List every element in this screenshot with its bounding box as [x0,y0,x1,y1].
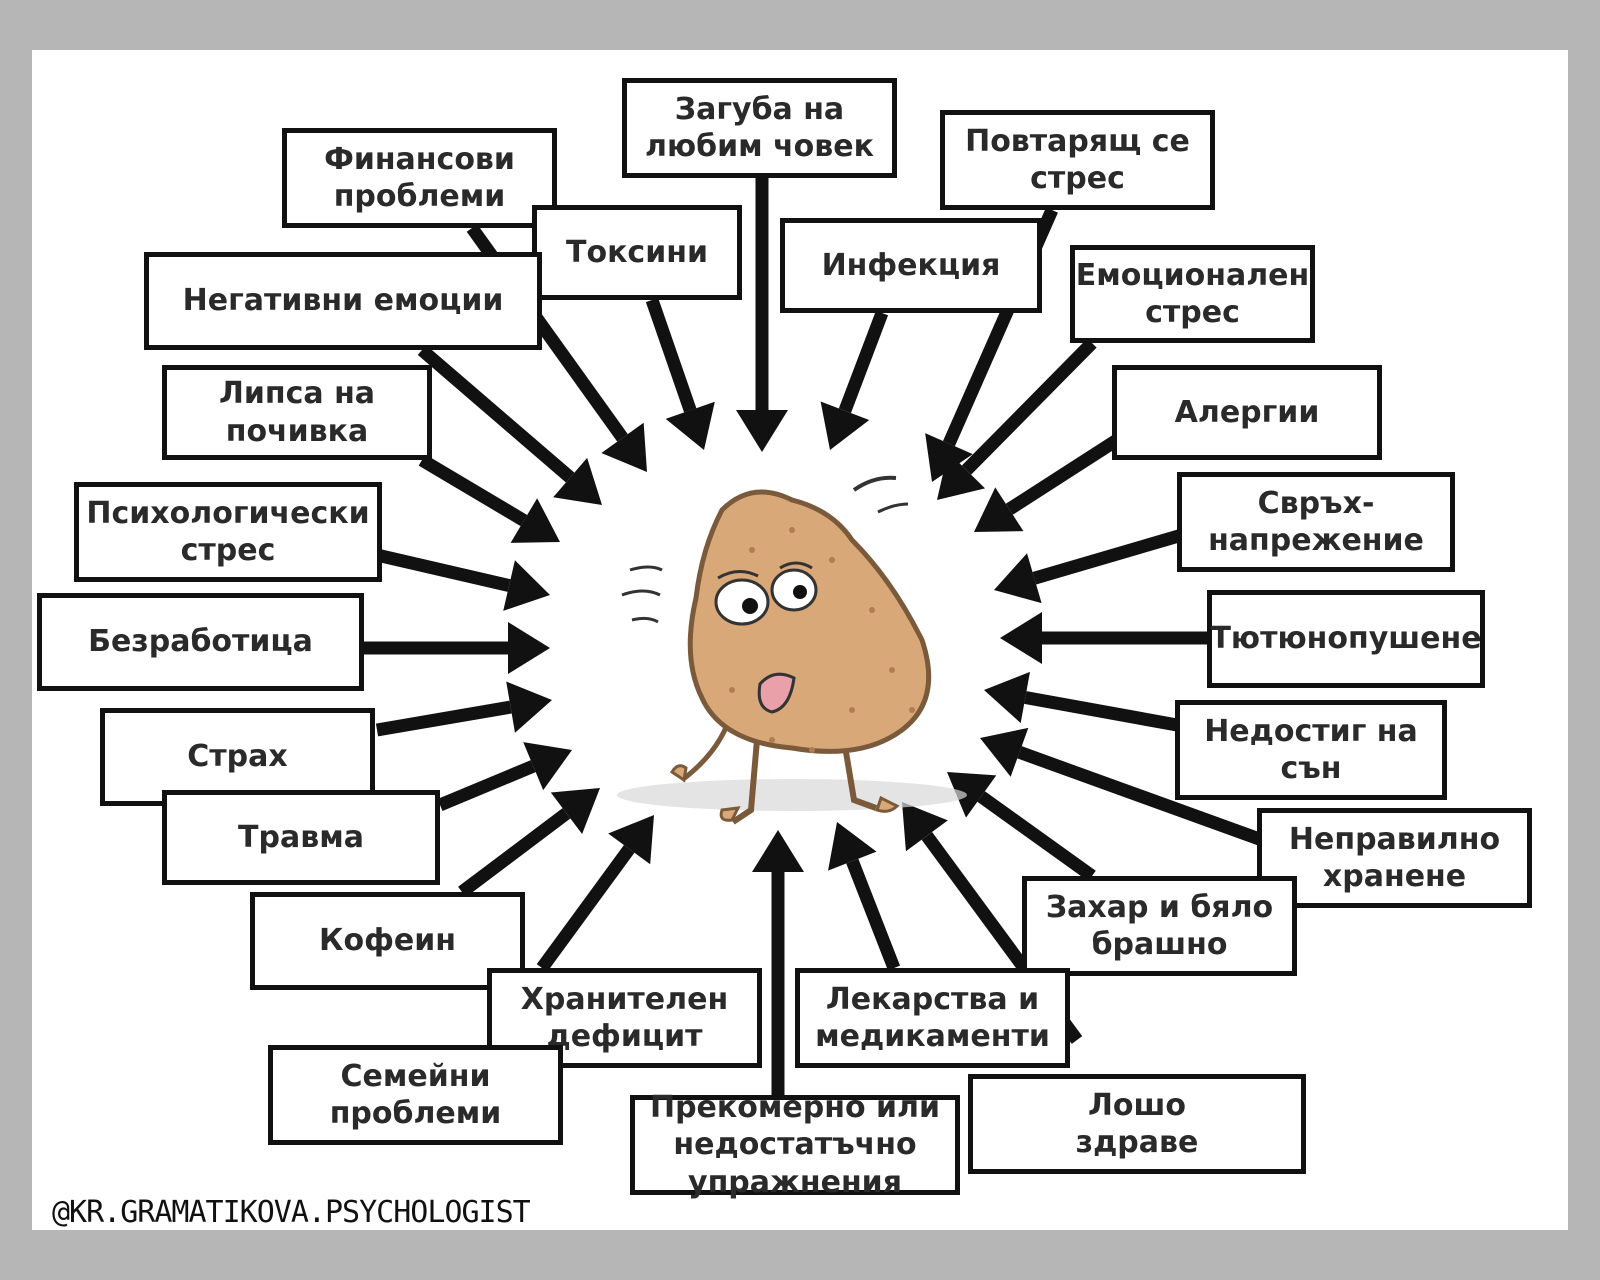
cause-label: Травма [238,819,364,855]
cause-label: Неправилно хранене [1288,821,1501,895]
arrow-head-loss [736,410,788,452]
cause-box-medication: Лекарства и медикаменти [795,968,1070,1068]
arrow-head-trauma [523,742,572,791]
adrenal-gland-illustration [617,475,967,825]
cause-label: Страх [187,739,288,775]
cause-label: Лошо здраве [1075,1087,1199,1161]
arrow-head-poor-health [902,802,948,852]
cause-box-sugar: Захар и бяло брашно [1022,876,1297,976]
arrow-head-sugar [947,772,997,818]
arrow-shaft-trauma [437,760,536,812]
arrow-head-emotional-stress [937,451,986,500]
cause-label: Тютюнопушене [1210,621,1482,657]
arrow-shaft-lack-of-rest [418,454,528,527]
cause-box-lack-of-rest: Липса на почивка [162,365,432,460]
cause-box-emotional-stress: Емоционален стрес [1070,245,1315,343]
arrow-shaft-overstrain [1032,528,1184,585]
cause-box-infection: Инфекция [780,218,1042,313]
cause-label: Токсини [566,234,708,270]
arrow-shaft-infection [838,310,889,414]
cause-label: Психологически стрес [86,495,370,569]
arrow-shaft-negative-emotions [417,345,575,483]
cause-label: Лекарства и медикаменти [815,981,1050,1055]
arrow-head-smoking [1000,612,1042,664]
cause-label: Финансови проблеми [324,141,515,215]
cause-box-sleep: Недостиг на сън [1175,700,1447,800]
cause-label: Свръх- напрежение [1208,485,1424,559]
arrow-head-allergies [974,487,1024,532]
arrow-head-medication [828,822,877,871]
watermark: @KR.GRAMATIKOVA.PSYCHOLOGIST [52,1195,531,1230]
cause-label: Безработица [88,624,313,660]
cause-label: Повтарящ се стрес [965,123,1190,197]
cause-box-repeated-stress: Повтарящ се стрес [940,110,1215,210]
cause-box-negative-emotions: Негативни емоции [144,252,542,350]
cause-box-family: Семейни проблеми [268,1045,563,1145]
arrow-head-psych-stress [503,560,550,611]
cause-box-poor-health: Лошо здраве [968,1074,1306,1174]
arrow-head-fear [506,681,552,733]
arrow-head-infection [820,401,870,450]
cause-box-toxins: Токсини [532,205,742,300]
arrow-head-negative-emotions [553,457,602,505]
arrow-shaft-diet [1017,746,1265,847]
arrow-head-unemployment [508,622,550,674]
cause-box-caffeine: Кофеин [250,892,525,990]
arrow-shaft-fear [375,700,512,737]
cause-box-trauma: Травма [162,790,440,885]
arrow-shaft-sleep [1024,691,1179,732]
cause-label: Хранителен дефицит [520,981,729,1055]
arrow-head-toxins [665,401,715,450]
cause-box-unemployment: Безработица [37,593,364,691]
cause-label: Захар и бяло брашно [1045,889,1274,963]
arrow-shaft-psych-stress [375,548,511,592]
arrow-shaft-allergies [1005,434,1121,515]
cause-label: Недостиг на сън [1204,713,1418,787]
arrow-head-nutrient [608,815,654,865]
cause-box-financial: Финансови проблеми [282,128,557,228]
arrow-shaft-emotional-stress [961,338,1097,475]
arrow-head-overstrain [994,553,1042,604]
arrow-shaft-nutrient [536,845,635,972]
cause-box-exercise: Прекомерно или недостатъчно упражнения [630,1090,960,1200]
cause-box-overstrain: Свръх- напрежение [1177,472,1455,572]
arrow-head-exercise [752,830,804,872]
arrows-layer [364,178,1265,1095]
cause-label: Инфекция [821,247,1001,283]
arrow-head-caffeine [550,788,600,835]
cause-box-fear: Страх [100,708,375,806]
cause-label: Негативни емоции [182,283,504,319]
cause-box-psych-stress: Психологически стрес [74,482,382,582]
cause-label: Загуба на любим човек [645,91,874,165]
arrow-head-sleep [984,671,1030,724]
arrow-head-lack-of-rest [510,498,560,543]
cause-box-smoking: Тютюнопушене [1207,590,1485,688]
cause-box-diet: Неправилно хранене [1257,808,1532,908]
arrow-head-financial [601,422,647,472]
cause-label: Алергии [1174,394,1320,430]
cause-label: Прекомерно или недостатъчно упражнения [649,1089,941,1200]
arrow-shaft-toxins [645,297,697,413]
cause-label: Липса на почивка [218,376,376,449]
cause-box-loss: Загуба на любим човек [622,78,897,178]
arrow-shaft-sugar [977,791,1096,882]
cause-label: Кофеин [319,923,456,959]
arrow-shaft-caffeine [458,808,571,898]
arrow-head-diet [980,727,1029,777]
cause-label: Семейни проблеми [329,1058,502,1132]
cause-box-allergies: Алергии [1112,365,1382,460]
arrow-shaft-medication [846,858,901,971]
cause-label: Емоционален стрес [1075,257,1310,331]
